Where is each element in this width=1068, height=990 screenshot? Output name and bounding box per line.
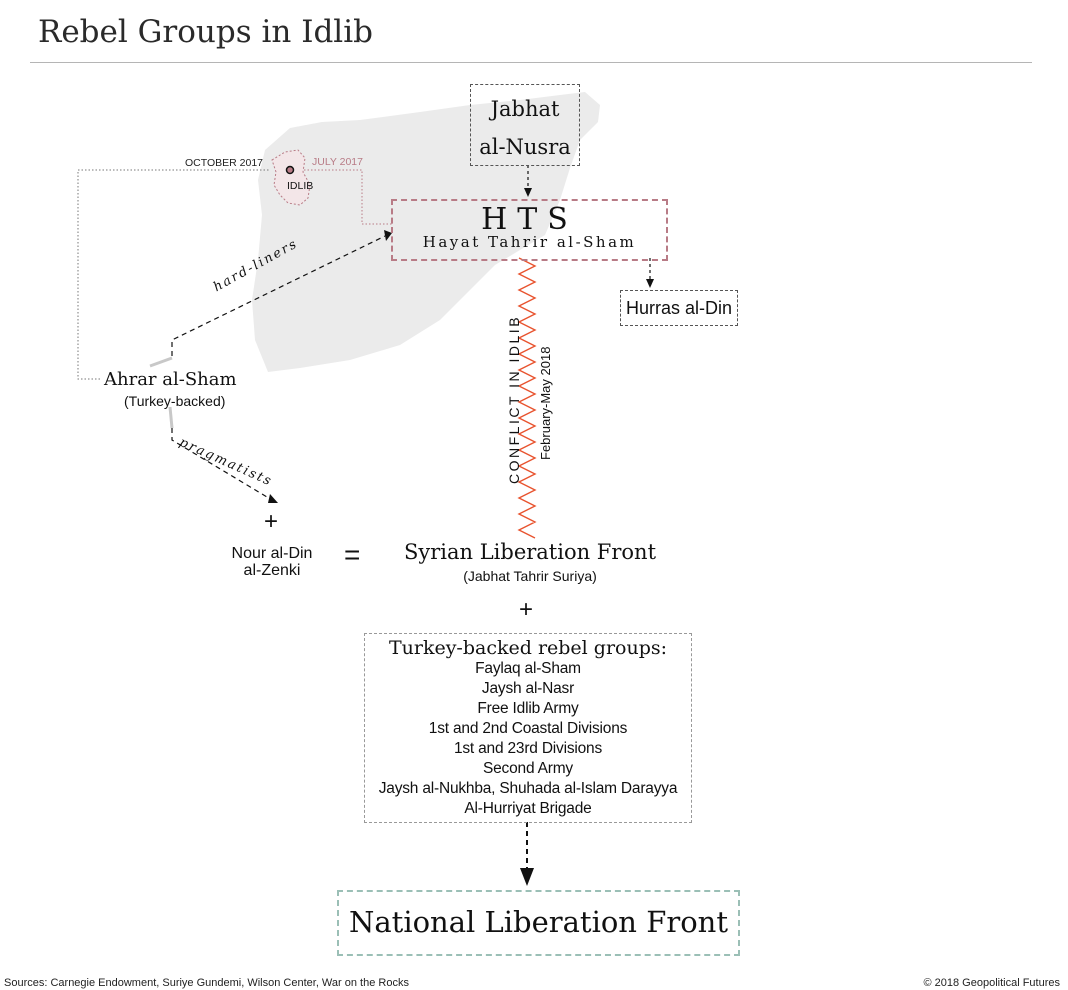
turkey-group-item: Free Idlib Army (477, 700, 579, 717)
ahrar-stub-up (149, 356, 173, 368)
zenki-line2: al-Zenki (243, 562, 301, 579)
idlib-outline (271, 149, 311, 206)
turkey-groups-heading: Turkey-backed rebel groups: (388, 637, 668, 659)
turkey-group-item: Second Army (483, 760, 573, 777)
plus-sign-1: + (264, 508, 279, 535)
turkey-group-item: 1st and 2nd Coastal Divisions (428, 720, 628, 737)
turkey-group-item: Faylaq al-Sham (475, 660, 581, 677)
ahrar-al-sham-label: Ahrar al-Sham (104, 369, 237, 390)
nour-al-din-al-zenki-label: Nour al-Din al-Zenki (226, 545, 318, 579)
july-2017-label: JULY 2017 (312, 156, 363, 168)
hts-box: HTS Hayat Tahrir al-Sham (391, 199, 668, 261)
idlib-location-dot (285, 165, 295, 175)
turkey-group-item: 1st and 23rd Divisions (453, 740, 603, 757)
july-connector (304, 169, 392, 225)
hardliners-arrowhead (384, 230, 392, 241)
pragmatists-arrowhead (268, 494, 278, 503)
ahrar-subtitle: (Turkey-backed) (124, 393, 226, 409)
hurras-al-din-box: Hurras al-Din (620, 290, 738, 326)
hurras-label: Hurras al-Din (625, 298, 733, 318)
nusra-line1: Jabhat (490, 97, 560, 121)
nusra-to-hts-arrowhead (524, 188, 532, 197)
slf-subtitle: (Jabhat Tahrir Suriya) (463, 568, 597, 584)
turkey-to-nlf-arrowhead (520, 868, 534, 886)
idlib-label: IDLIB (287, 180, 314, 192)
national-liberation-front-box: National Liberation Front (337, 890, 740, 956)
hts-to-hurras-arrowhead (646, 279, 654, 288)
syrian-liberation-front-label: Syrian Liberation Front (403, 540, 657, 564)
conflict-zigzag (517, 257, 537, 539)
turkey-backed-groups-box: Turkey-backed rebel groups: Faylaq al-Sh… (364, 633, 692, 823)
hardliners-arrow-line (171, 235, 386, 356)
copyright-notice: © 2018 Geopolitical Futures (923, 977, 1060, 989)
conflict-in-idlib-label: CONFLICT IN IDLIB (506, 314, 522, 484)
page-title: Rebel Groups in Idlib (38, 14, 373, 50)
october-connector (77, 169, 270, 380)
hts-abbreviation: HTS (481, 202, 578, 237)
jabhat-al-nusra-box: Jabhat al-Nusra (470, 84, 580, 166)
pragmatists-arrow-line (171, 428, 273, 501)
turkey-group-item: Al-Hurriyat Brigade (464, 800, 592, 817)
conflict-date-label: February-May 2018 (538, 346, 553, 460)
ahrar-stub-down (168, 406, 174, 429)
zenki-line1: Nour al-Din (231, 545, 313, 562)
turkey-group-item: Jaysh al-Nukhba, Shuhada al-Islam Darayy… (378, 780, 678, 797)
turkey-group-item: Jaysh al-Nasr (481, 680, 575, 697)
syria-map-shape (252, 92, 600, 372)
plus-sign-2: + (519, 596, 534, 623)
nlf-label: National Liberation Front (349, 905, 728, 939)
equals-sign: = (344, 539, 361, 570)
nusra-line2: al-Nusra (479, 135, 571, 159)
title-divider (30, 62, 1032, 63)
hts-full-name: Hayat Tahrir al-Sham (422, 233, 637, 251)
sources-footnote: Sources: Carnegie Endowment, Suriye Gund… (4, 977, 409, 989)
october-2017-label: OCTOBER 2017 (185, 157, 264, 169)
